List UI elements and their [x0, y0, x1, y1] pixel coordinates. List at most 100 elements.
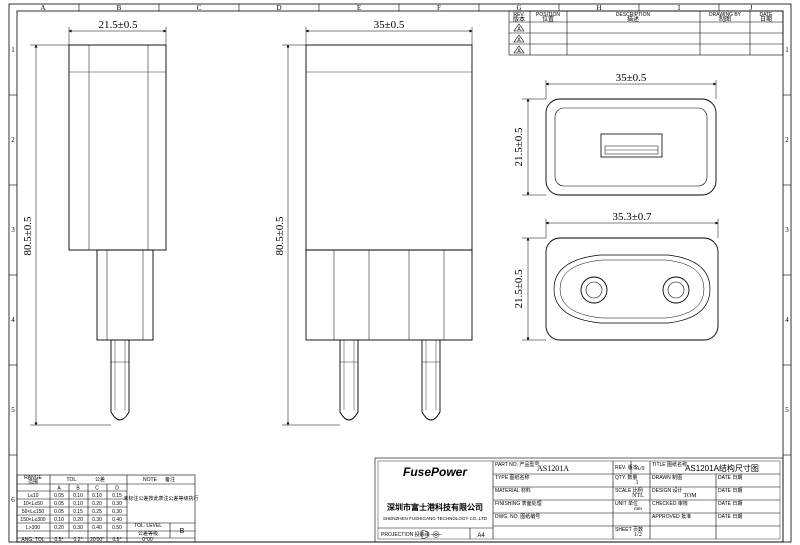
ang-tol-e: 0°00′: [142, 537, 153, 543]
note-header-en: NOTE: [143, 477, 158, 483]
tol-level-en: TOL. LEVEL: [134, 523, 162, 529]
zone-row-1-right: 1: [785, 46, 789, 54]
drawn-label: DRAWN 制图: [652, 474, 682, 481]
top-height-dimension: [522, 98, 546, 196]
bottom-view-plug-face: [545, 237, 719, 341]
part-no-value: AS1201A: [537, 464, 569, 473]
tol-row-5-b: 0.30: [73, 525, 83, 531]
bottom-height-dimension: [522, 237, 546, 341]
revision-rows: A A A: [517, 27, 521, 55]
tol-row-3-b: 0.15: [73, 509, 83, 515]
front-width-label: 21.5±0.5: [98, 19, 138, 31]
company-name-cn: 深圳市富士港科技有限公司: [387, 502, 483, 512]
zone-row-2-left: 2: [11, 136, 15, 144]
drawing-name-label: TITLE 图纸名称: [652, 461, 687, 468]
tol-row-3-range: 50<L≤150: [22, 509, 45, 515]
top-width-label: 35±0.5: [616, 72, 647, 84]
row-zone-labels: 1 2 3 4 5 6 1 2 3 4 5: [11, 46, 789, 504]
finishing-label: FINISHING 表面处理: [495, 500, 542, 507]
zone-col-f: F: [437, 4, 441, 12]
zone-row-2-right: 2: [785, 136, 789, 144]
range-header-cn: 范围: [28, 479, 38, 486]
tol-row-4-c: 0.30: [92, 517, 102, 523]
date-label-1: DATE 日期: [718, 475, 742, 481]
zone-col-c: C: [197, 4, 202, 12]
front-width-dimension: [68, 27, 167, 45]
tol-row-5-range: L>300: [26, 525, 40, 531]
revision-row-2-rev: A: [517, 38, 521, 44]
zone-col-a: A: [40, 4, 45, 12]
grade-col-d: D: [115, 486, 119, 492]
column-zone-ruler: [78, 4, 720, 11]
rev-header-en: REV.: [513, 12, 524, 18]
tol-row-2-b: 0.10: [73, 501, 83, 507]
top-width-dimension: [545, 80, 717, 99]
design-label: DESIGN 设计: [652, 487, 683, 494]
checked-label: CHECKED 审核: [652, 500, 688, 507]
row-zone-ruler: [9, 94, 791, 456]
zone-row-3-right: 3: [785, 226, 789, 234]
drawing-by-header-cn: 制图: [719, 15, 731, 23]
front-view: [68, 44, 167, 421]
projection-symbol-icon: [419, 529, 442, 540]
revision-row-1-rev: A: [517, 27, 521, 33]
scale-value: NTL: [632, 493, 644, 499]
date-label-3: DATE 日期: [718, 501, 742, 507]
range-header-en: RANGE: [24, 475, 42, 481]
design-value: TOM: [683, 493, 697, 499]
scale-label: SCALE 比例: [615, 487, 643, 494]
zone-row-1-left: 1: [11, 46, 15, 54]
unit-label: UNIT 单位: [615, 500, 638, 507]
date-header-en: DATE: [760, 12, 774, 18]
drawing-by-header-en: DRAWING BY: [709, 12, 742, 18]
tol-row-4-range: 150<L≤300: [20, 517, 45, 523]
unit-value: mm: [634, 507, 642, 512]
bottom-height-label: 21.5±0.5: [513, 269, 525, 309]
zone-col-h: H: [596, 4, 601, 12]
tol-row-2-d: 0.30: [112, 501, 122, 507]
date-label-2: DATE 日期: [718, 488, 742, 494]
grade-col-b: B: [76, 486, 80, 492]
zone-row-4-left: 4: [11, 316, 15, 324]
note-header-cn: 备注: [165, 476, 175, 483]
title-block: [374, 457, 784, 543]
side-view: [305, 44, 473, 421]
tol-row-3-c: 0.25: [92, 509, 102, 515]
tol-row-2-c: 0.20: [92, 501, 102, 507]
front-height-label: 80.5±0.5: [22, 216, 34, 256]
sheet-label: SHEET 页数: [615, 526, 643, 533]
tol-level-cn: 公差等级: [138, 530, 158, 537]
material-label: MATERIAL 材料: [495, 487, 531, 494]
revision-triangle-icons: [513, 23, 525, 54]
ang-tol-c: 20′00″: [90, 537, 104, 543]
projection-value: A4: [477, 533, 485, 539]
side-width-label: 35±0.5: [374, 19, 405, 31]
bottom-width-dimension: [545, 219, 719, 238]
revision-table: [508, 10, 784, 56]
zone-row-5-right: 5: [785, 406, 789, 414]
qty-label: QTY. 数量: [615, 474, 637, 481]
tol-row-3-d: 0.30: [112, 509, 122, 515]
description-header-en: DESCRIPTION: [616, 12, 651, 18]
zone-row-5-left: 5: [11, 406, 15, 414]
revision-table-headers: REV. 版本 POSITION 位置 DESCRIPTION 描述 DRAWI…: [513, 12, 773, 23]
top-height-label: 21.5±0.5: [513, 127, 525, 167]
tol-row-3-a: 0.05: [54, 509, 64, 515]
type-label: TYPE 图纸名称: [495, 474, 529, 481]
date-header-cn: 日期: [760, 15, 772, 23]
zone-col-e: E: [357, 4, 361, 12]
front-height-dimension: [30, 44, 111, 426]
ang-tol-b: 0.2°: [74, 537, 83, 543]
tolerance-table-text: RANGE 范围 TOL. 公差 NOTE 备注 A B C D L≤10 0.…: [20, 475, 198, 543]
grade-col-a: A: [57, 486, 61, 492]
tol-row-5-a: 0.20: [54, 525, 64, 531]
zone-row-6-left: 6: [11, 496, 15, 504]
part-no-label: PART NO. 产品型号: [495, 461, 539, 468]
tol-row-1-b: 0.10: [73, 493, 83, 499]
tol-row-4-d: 0.40: [112, 517, 122, 523]
company-name-en: SHENZHEN FUSHIGANG TECHNOLOGY CO.,LTD: [383, 516, 488, 521]
grade-col-c: C: [95, 486, 99, 492]
side-height-label: 80.5±0.5: [274, 216, 286, 256]
column-zone-labels: A B C D E F G H I J: [40, 4, 752, 12]
